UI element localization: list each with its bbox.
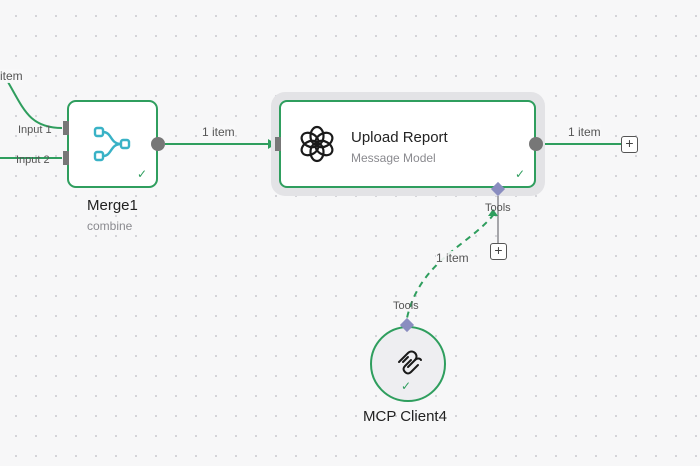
merge-icon	[92, 124, 132, 164]
tools-edge-label: 1 item	[436, 251, 469, 265]
merge-input-1-port[interactable]	[63, 121, 69, 135]
merge-output-port[interactable]	[151, 137, 165, 151]
upload-input-port[interactable]	[275, 137, 281, 151]
mcp-client-node[interactable]: ✓	[370, 326, 446, 402]
mcp-tools-label: Tools	[393, 300, 419, 312]
incoming-connection	[7, 81, 63, 129]
upload-node-subtitle: Message Model	[351, 151, 436, 165]
merge-node[interactable]: ✓	[67, 100, 158, 188]
merge-input-2-port[interactable]	[63, 151, 69, 165]
upload-output-port[interactable]	[529, 137, 543, 151]
success-check-icon: ✓	[515, 167, 526, 181]
upload-tools-label: Tools	[485, 202, 511, 214]
success-check-icon: ✓	[137, 167, 148, 181]
upload-node-title: Upload Report	[351, 129, 448, 146]
mcp-node-title: MCP Client4	[363, 408, 447, 425]
input-2-label: Input 2	[16, 154, 50, 166]
input-1-label: Input 1	[18, 124, 52, 136]
upload-out-edge-label: 1 item	[568, 125, 601, 139]
merge-edge-label: 1 item	[202, 125, 235, 139]
upload-report-node[interactable]: Upload Report Message Model ✓	[279, 100, 536, 188]
mcp-icon	[396, 350, 422, 376]
add-tool-button[interactable]: +	[490, 243, 507, 260]
success-check-icon: ✓	[401, 379, 412, 393]
merge-node-title: Merge1	[87, 197, 138, 214]
tools-dashed-arrow	[488, 209, 498, 216]
openai-icon	[297, 124, 337, 164]
merge-node-subtitle: combine	[87, 219, 133, 233]
tools-dashed-connection	[406, 213, 495, 319]
add-node-button[interactable]: +	[621, 136, 638, 153]
incoming-edge-label: item	[0, 69, 23, 83]
